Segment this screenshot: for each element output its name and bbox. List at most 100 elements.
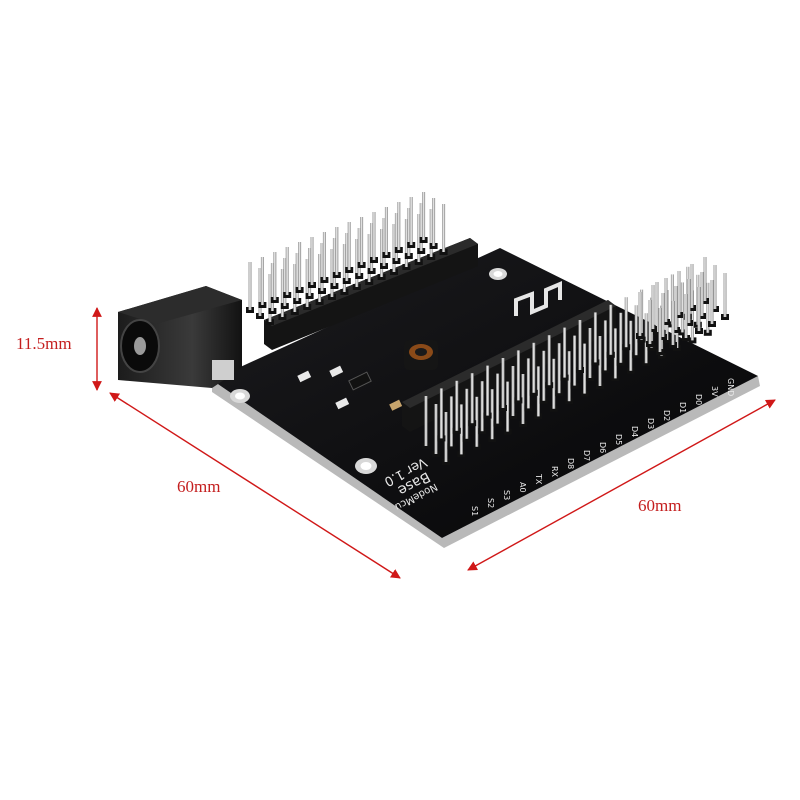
header-pin [280,269,284,317]
signal-waveform-logo-icon [514,280,562,316]
header-pin [480,381,484,432]
header-pin [671,301,675,345]
dc-barrel-jack-icon [118,286,242,388]
header-pin [648,300,652,344]
header-pin [690,264,694,308]
header-pin [609,304,613,355]
header-pin [638,292,642,336]
header-pin [357,228,361,276]
header-pin [578,320,582,370]
header-pin [573,335,577,386]
header-pin [293,264,297,312]
pin-label: D7 [582,450,591,461]
header-pin [661,293,665,337]
header-pin [355,239,359,287]
header-pin [345,233,349,281]
mounting-hole-center [493,271,503,277]
header-pin [644,313,648,364]
header-pin [511,366,515,416]
header-pin [283,258,287,306]
header-pin [455,380,459,431]
header-pin [552,358,556,409]
header-pin [432,198,436,246]
header-pin [295,253,299,301]
pin-label: D0 [694,394,703,405]
header-pin [501,358,505,408]
header-pin [392,224,396,272]
header-pin [320,243,324,291]
pin-label-row: GND 3V D0 D1 D2 D3 D4 D5 D6 D7 D8 RX TX … [470,378,735,516]
header-pin [404,219,408,267]
header-pin [417,214,421,262]
dimension-annotations: 11.5mm 60mm 60mm [16,307,776,579]
header-pin [342,244,346,292]
pin-label: D6 [598,442,607,453]
header-pin [703,257,707,301]
inductor-coil-icon [404,340,438,370]
header-pin [588,328,592,378]
header-pin [677,271,681,315]
header-pin [367,234,371,282]
mounting-hole-center [360,462,372,470]
header-pin [285,247,289,295]
header-pin [273,252,277,300]
header-pin [407,208,411,256]
header-pin [422,192,426,240]
header-pin [384,207,388,255]
header-pin [674,286,678,330]
pin-label: S3 [502,490,511,500]
header-pin [372,212,376,260]
pin-label: D2 [662,410,671,421]
header-pin [684,294,688,338]
header-pin [624,297,628,348]
header-pin [310,237,314,285]
height-dimension-label: 11.5mm [16,334,72,353]
pin-header-rear [246,192,448,325]
header-pin [598,336,602,386]
left-length-dimension-label: 60mm [177,477,220,496]
header-pin [567,351,571,402]
header-pin [486,365,490,416]
header-pin [394,213,398,261]
smd-component [297,370,312,383]
header-pin [382,218,386,266]
header-pin [542,350,546,401]
header-pin [619,312,623,363]
header-pin [593,312,597,363]
pin-label: S1 [470,506,479,516]
pin-header-right [636,257,729,355]
header-pin [700,272,704,316]
header-pin [547,335,551,386]
mounting-hole-center [235,392,245,400]
header-pin [475,396,479,447]
header-pin [347,222,351,270]
header-pin [603,320,607,371]
right-length-dimension-label: 60mm [638,496,681,515]
header-pin [532,342,536,393]
header-pin [697,287,701,331]
header-pin [308,248,312,296]
header-pin [563,327,567,378]
header-pin [680,282,684,333]
header-pin [629,320,633,371]
header-pin [658,308,662,352]
header-pin [516,350,520,401]
pin-label: TX [534,473,543,485]
header-pin [655,282,659,332]
smd-component [389,399,403,411]
header-pin [397,202,401,250]
header-pin [424,396,428,446]
header-pin [536,366,540,417]
header-pin [429,209,433,257]
header-pin [526,358,530,409]
header-pin [330,249,334,297]
header-pin [557,343,561,394]
header-pin [439,388,443,439]
header-pin [713,265,717,309]
pin-label: D1 [678,402,687,413]
header-pin [651,285,655,329]
header-pin [258,268,262,316]
pin-label: 3V [710,386,719,397]
header-pin [690,290,694,341]
